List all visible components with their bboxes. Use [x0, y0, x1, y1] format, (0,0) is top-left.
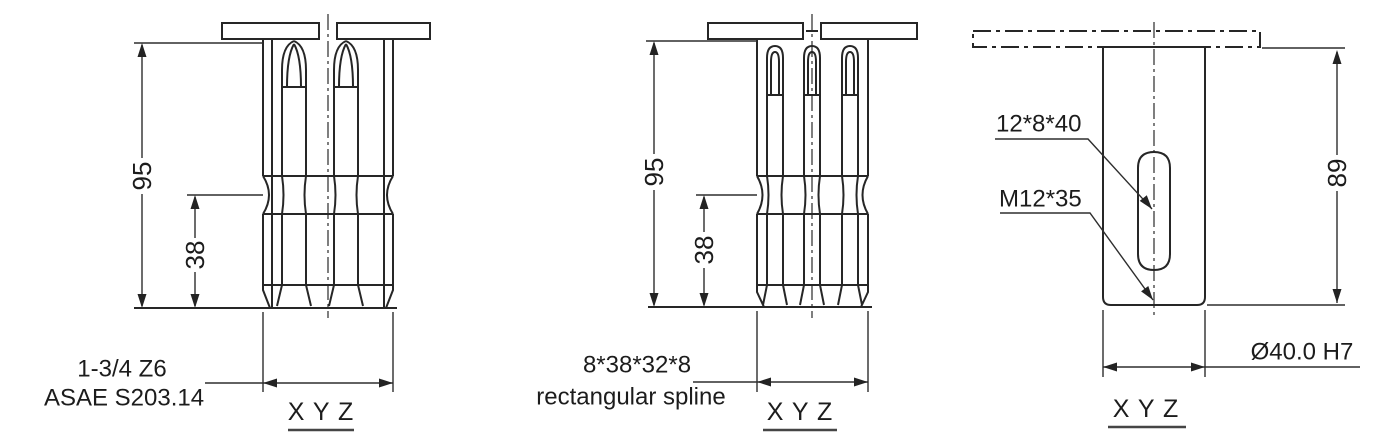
slot-outline [1137, 150, 1171, 272]
sleeve-body-outline [1102, 46, 1206, 306]
dimension-lines [646, 40, 869, 392]
thread-size-label: M12*35 [999, 186, 1082, 213]
dim-89-label: 89 [1322, 159, 1352, 188]
dim-38-label: 38 [689, 236, 719, 265]
drawing-spline-asae: 95 38 1-3/4 Z6 ASAE S203.14 X Y Z [44, 14, 431, 432]
dim-95-label: 95 [639, 158, 669, 187]
spline-part-outline [648, 22, 918, 308]
dim-width-label: X Y Z [767, 398, 834, 426]
slot-size-label: 12*8*40 [996, 111, 1081, 138]
dimension-lines [995, 47, 1360, 377]
drawing-sleeve: 12*8*40 M12*35 89 Ø40.0 H7 X Y Z [972, 22, 1360, 429]
bore-diameter-label: Ø40.0 H7 [1251, 339, 1354, 366]
spline-spec-line1: 8*38*32*8 [583, 352, 691, 379]
dim-width-label: X Y Z [288, 398, 355, 426]
spline-spec-line2: ASAE S203.14 [44, 385, 204, 412]
dim-38-label: 38 [180, 241, 210, 270]
dim-width-label: X Y Z [1113, 395, 1180, 423]
dimension-arrowheads [137, 43, 393, 388]
dimension-lines [134, 42, 394, 392]
dim-95-label: 95 [127, 162, 157, 191]
spline-part-outline [134, 22, 431, 309]
spline-spec-line1: 1-3/4 Z6 [77, 356, 166, 383]
spline-spec-line2: rectangular spline [536, 384, 725, 411]
dimension-arrowheads [649, 41, 868, 387]
flange-phantom-outline [972, 30, 1261, 48]
drawing-spline-rectangular: 95 38 8*38*32*8 rectangular spline X Y Z [536, 14, 918, 432]
